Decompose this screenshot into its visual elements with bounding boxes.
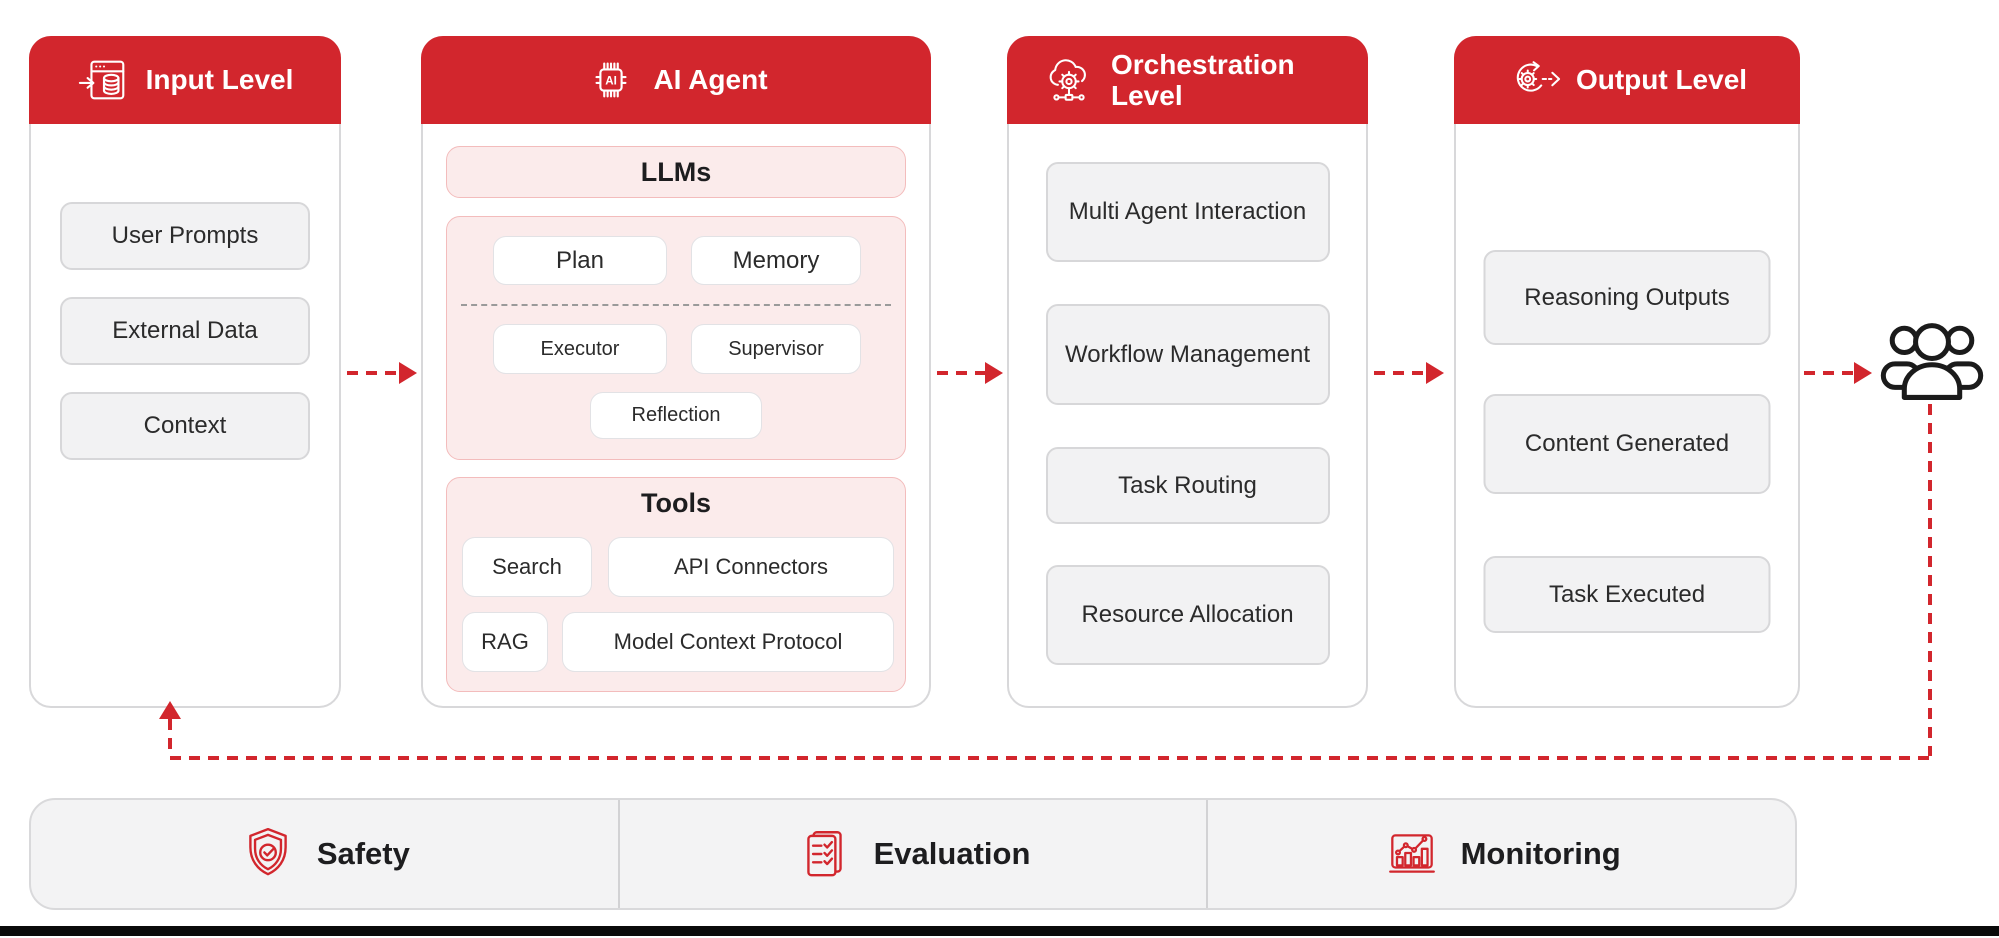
users-group-icon	[1876, 311, 1988, 405]
bottom-black-strip	[0, 926, 1999, 936]
input-item-user-prompts: User Prompts	[60, 202, 310, 270]
flow-arrow-input-to-agent	[347, 371, 399, 375]
flow-arrowhead-output-to-users	[1854, 362, 1872, 384]
tool-search-box: Search	[462, 537, 592, 597]
orchestration-level-header: Orchestration Level	[1007, 36, 1368, 124]
flow-arrowhead-orchestration-to-output	[1426, 362, 1444, 384]
footer-label-safety: Safety	[316, 836, 410, 871]
tools-panel: Tools Search API Connectors RAG Model Co…	[446, 477, 906, 692]
orchestration-item-workflow: Workflow Management	[1045, 304, 1330, 405]
tools-title: Tools	[641, 488, 711, 518]
feedback-line-vertical-left	[168, 719, 172, 756]
governance-footer-bar: Safety Evaluation	[29, 798, 1797, 910]
column-title: AI Agent	[653, 64, 768, 96]
flow-arrow-agent-to-orchestration	[937, 371, 985, 375]
orchestration-item-task-routing: Task Routing	[1045, 447, 1330, 524]
feedback-line-horizontal	[170, 756, 1930, 760]
feedback-arrowhead-up	[159, 701, 181, 719]
ai-agent-column: AI AI Agent LLMs Plan Memory Executor	[421, 36, 931, 708]
feedback-line-vertical-right	[1928, 404, 1932, 756]
flow-arrowhead-input-to-agent	[399, 362, 417, 384]
checklist-icon	[796, 825, 854, 883]
column-title: Input Level	[145, 64, 294, 96]
ai-chip-icon: AI	[584, 53, 638, 107]
ai-agent-header: AI AI Agent	[421, 36, 931, 124]
output-level-header: Output Level	[1454, 36, 1800, 124]
output-item-content: Content Generated	[1483, 394, 1771, 494]
input-item-context: Context	[60, 392, 310, 460]
browser-data-input-icon	[77, 53, 131, 107]
cloud-gear-network-icon	[1042, 53, 1096, 107]
orchestration-item-multi-agent: Multi Agent Interaction	[1045, 162, 1330, 262]
core-memory-box: Memory	[691, 236, 861, 285]
column-title: Orchestration Level	[1111, 48, 1295, 111]
core-executor-box: Executor	[493, 324, 667, 374]
output-item-reasoning: Reasoning Outputs	[1483, 250, 1771, 345]
footer-section-evaluation: Evaluation	[620, 800, 1209, 908]
core-dashed-divider	[461, 304, 891, 306]
input-level-column: Input Level User Prompts External Data C…	[29, 36, 341, 708]
ai-chip-label: AI	[606, 75, 618, 87]
core-supervisor-box: Supervisor	[691, 324, 861, 374]
shield-check-icon	[239, 825, 297, 883]
column-title: Output Level	[1575, 64, 1748, 96]
flow-arrowhead-agent-to-orchestration	[985, 362, 1003, 384]
bar-line-chart-icon	[1383, 825, 1441, 883]
input-level-header: Input Level	[29, 36, 341, 124]
footer-label-evaluation: Evaluation	[873, 836, 1031, 871]
core-reflection-box: Reflection	[590, 392, 762, 439]
input-item-external-data: External Data	[60, 297, 310, 365]
footer-section-safety: Safety	[31, 800, 620, 908]
footer-section-monitoring: Monitoring	[1208, 800, 1795, 908]
agent-core-panel: Plan Memory Executor Supervisor Reflecti…	[446, 216, 906, 460]
orchestration-level-column: Orchestration Level Multi Agent Interact…	[1007, 36, 1368, 708]
llms-panel: LLMs	[446, 146, 906, 198]
orchestration-item-resource-allocation: Resource Allocation	[1045, 565, 1330, 665]
output-item-task-executed: Task Executed	[1483, 556, 1771, 633]
llms-title: LLMs	[640, 156, 712, 187]
footer-label-monitoring: Monitoring	[1460, 836, 1621, 871]
flow-arrow-output-to-users	[1804, 371, 1854, 375]
tool-rag-box: RAG	[462, 612, 548, 672]
gear-cycle-output-icon	[1507, 53, 1561, 107]
tool-mcp-box: Model Context Protocol	[562, 612, 894, 672]
core-plan-box: Plan	[493, 236, 667, 285]
tool-api-connectors-box: API Connectors	[608, 537, 894, 597]
output-level-column: Output Level Reasoning Outputs Content G…	[1454, 36, 1800, 708]
flow-arrow-orchestration-to-output	[1374, 371, 1426, 375]
